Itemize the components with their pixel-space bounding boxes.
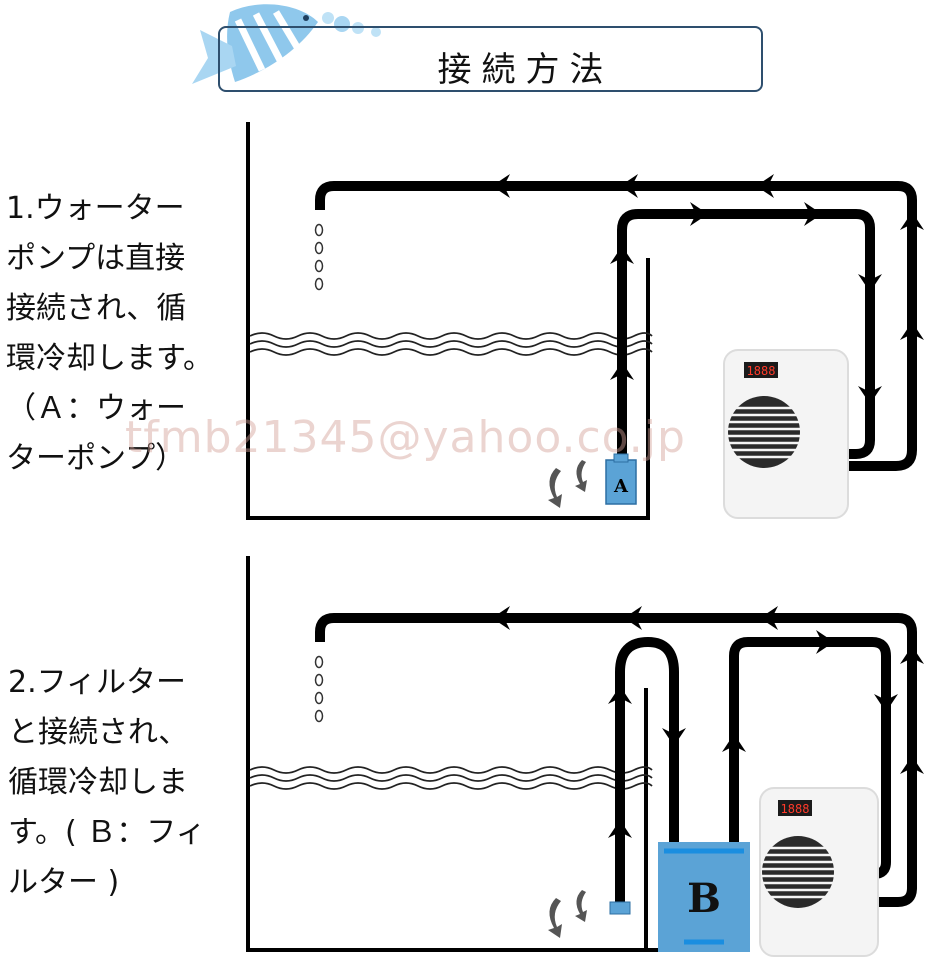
chiller-unit-1: 1888 bbox=[723, 349, 849, 519]
swirl-icon bbox=[548, 460, 587, 508]
filter-b-body bbox=[658, 842, 750, 952]
filter-b-label: B bbox=[687, 875, 721, 922]
title-frame: 接続方法 bbox=[218, 26, 763, 92]
bubbles-2 bbox=[314, 655, 324, 723]
step-2-description: 2.フィルター と接続され、 循環冷却しま す。( Ｂ：フィ ルター ) bbox=[8, 665, 206, 900]
chiller-unit-2: 1888 bbox=[759, 787, 879, 957]
flow-arrows bbox=[492, 174, 924, 404]
pump-a-label: A bbox=[613, 476, 629, 497]
chiller-2-display: 1888 bbox=[781, 802, 810, 816]
intake-pipe bbox=[615, 636, 679, 902]
return-pipe-2 bbox=[315, 613, 917, 907]
filter-outlet-pipe bbox=[729, 637, 891, 879]
water-surface bbox=[249, 332, 653, 356]
tank-outline-2 bbox=[246, 556, 660, 952]
watermark-text: tfmb21345@yahoo.co.jp bbox=[125, 412, 686, 463]
page-title: 接続方法 bbox=[437, 50, 614, 90]
pump-a-body bbox=[605, 459, 637, 505]
step-1-description: 1.ウォーター ポンプは直接 接続され、循 環冷却します。 （Ａ：ウォー ターポ… bbox=[6, 191, 213, 476]
swirl-icon-2 bbox=[548, 890, 587, 938]
tank-outline bbox=[246, 122, 650, 520]
bubbles bbox=[314, 223, 324, 291]
chiller-1-display: 1888 bbox=[747, 364, 776, 378]
intake-nozzle bbox=[609, 901, 631, 915]
return-pipe bbox=[315, 181, 917, 471]
flow-arrows-2 bbox=[492, 606, 924, 838]
water-surface-2 bbox=[249, 766, 653, 790]
supply-pipe bbox=[617, 209, 875, 460]
